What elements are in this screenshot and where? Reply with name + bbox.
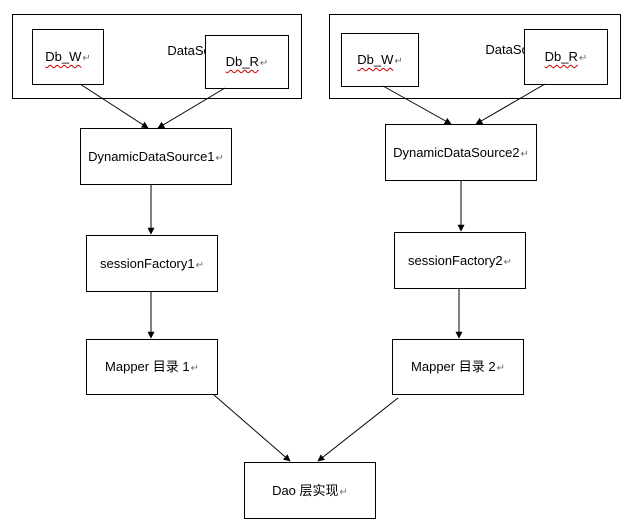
session-factory1-label: sessionFactory1 [99, 255, 195, 271]
dao-box: Dao 层实现↵ [244, 462, 376, 519]
dynamic-datasource2-box: DynamicDataSource2↵ [385, 124, 537, 181]
datasource1-db-w-box: Db_W↵ [32, 29, 104, 85]
mapper2-label: Mapper 目录 2 [411, 359, 496, 374]
arrow-dbw2-to-dynamic2 [382, 85, 452, 125]
datasource1-db-w-label: Db_W [45, 49, 82, 64]
datasource2-db-r-label: Db_R [544, 49, 578, 64]
dynamic-datasource1-label: DynamicDataSource1 [88, 148, 215, 164]
mapper1-label: Mapper 目录 1 [105, 359, 190, 374]
datasource1-db-r-label: Db_R [225, 54, 259, 69]
arrow-dbr2-to-dynamic2 [475, 83, 546, 125]
mapper1-box: Mapper 目录 1↵ [86, 339, 218, 395]
arrow-mapper1-to-dao [213, 394, 291, 462]
session-factory2-box: sessionFactory2↵ [394, 232, 526, 289]
mapper2-box: Mapper 目录 2↵ [392, 339, 524, 395]
datasource1-container: Db_W↵ DataSource1↵ Db_R↵ [12, 14, 302, 99]
datasource1-db-r-box: Db_R↵ [205, 35, 289, 89]
dao-label: Dao 层实现 [272, 482, 339, 498]
arrow-mapper2-to-dao [317, 397, 399, 462]
arrow-dbw1-to-dynamic1 [79, 83, 149, 129]
dynamic-datasource2-label: DynamicDataSource2 [393, 144, 520, 160]
session-factory1-box: sessionFactory1↵ [86, 235, 218, 292]
datasource2-db-w-label: Db_W [357, 52, 394, 67]
session-factory2-label: sessionFactory2 [407, 252, 503, 268]
datasource2-db-w-box: Db_W↵ [341, 33, 419, 87]
datasource2-container: Db_W↵ DataSource2↵ Db_R↵ [329, 14, 621, 99]
datasource2-db-r-box: Db_R↵ [524, 29, 608, 85]
arrow-dbr1-to-dynamic1 [157, 87, 226, 129]
dynamic-datasource1-box: DynamicDataSource1↵ [80, 128, 232, 185]
